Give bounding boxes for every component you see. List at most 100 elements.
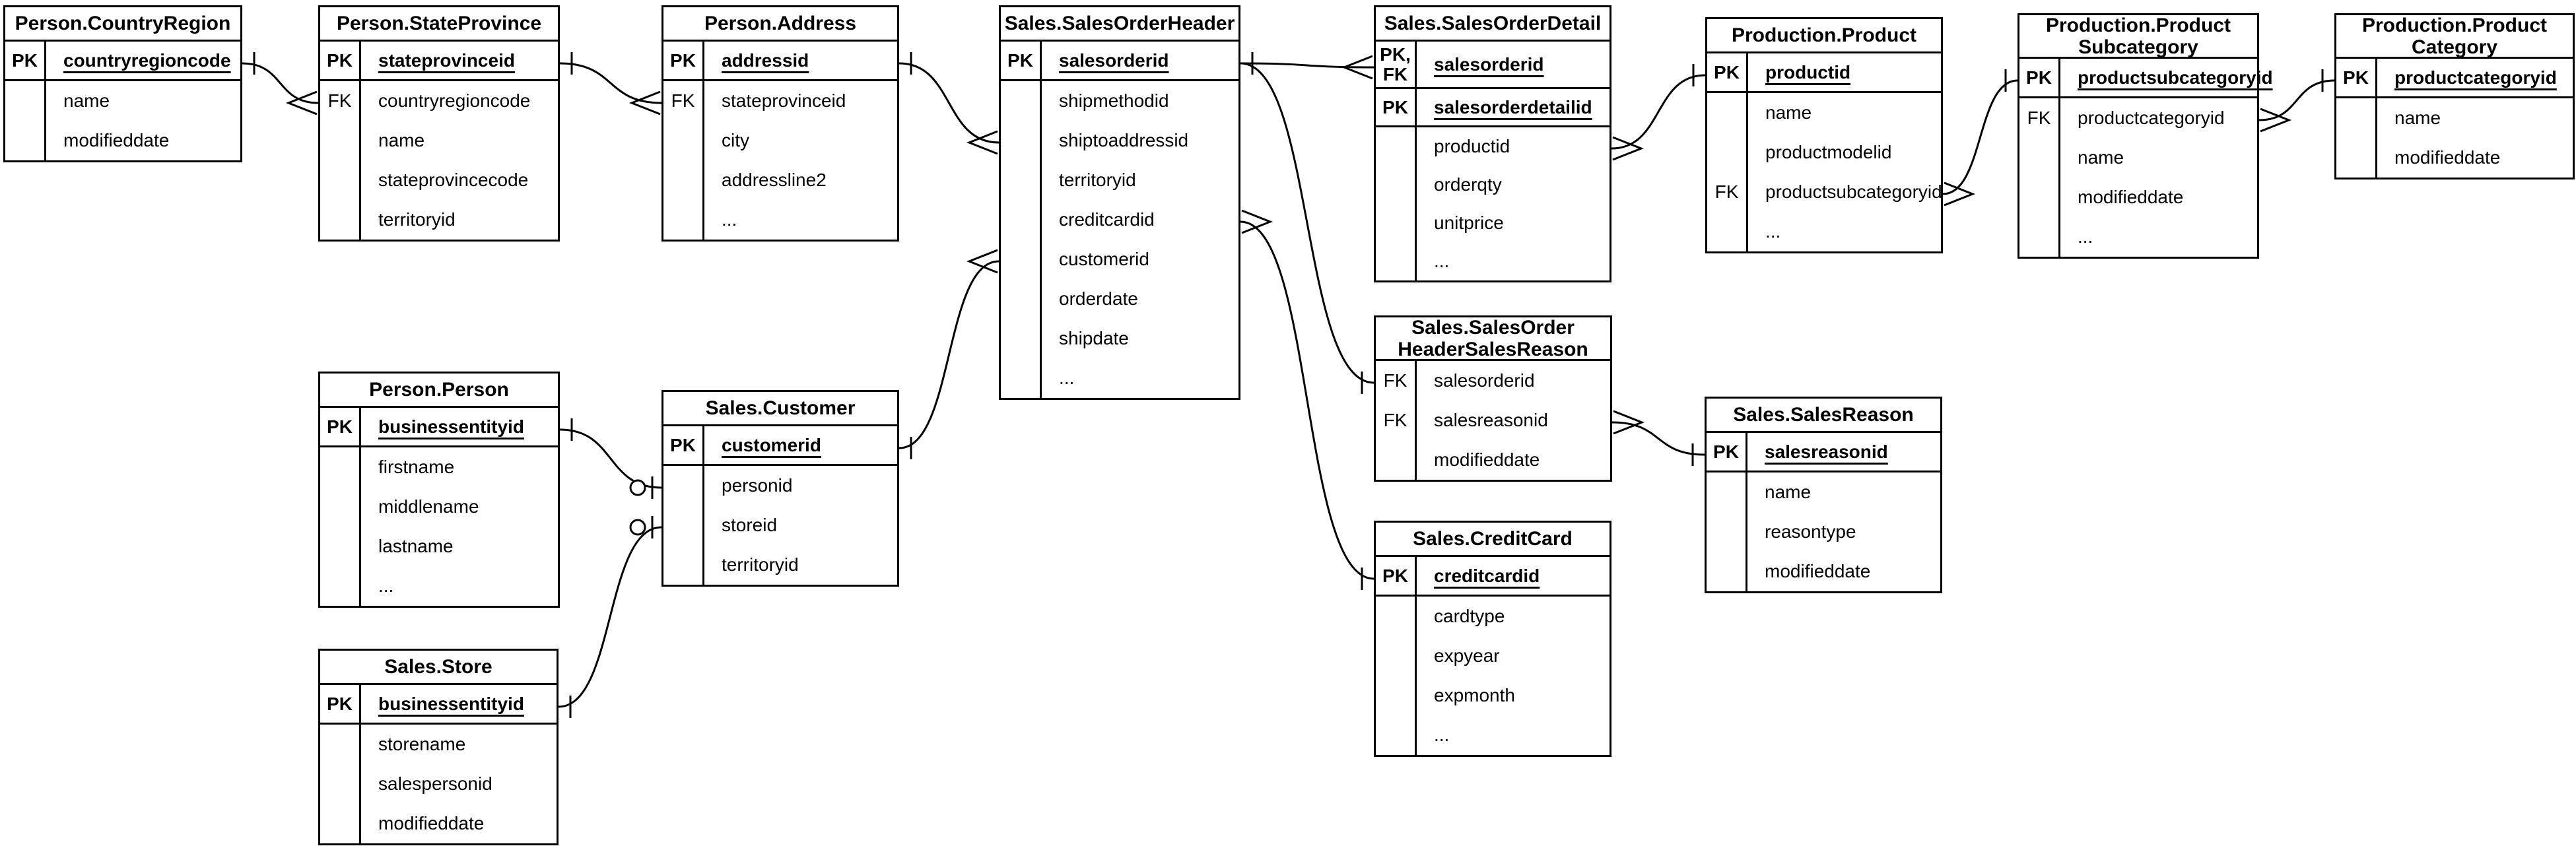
key-badge	[1376, 166, 1417, 204]
column-name: customerid	[722, 434, 821, 455]
relationship-product-productsubcategory	[1942, 79, 2018, 195]
key-badge	[1707, 512, 1747, 552]
key-badge	[5, 81, 46, 121]
column-name: territoryid	[378, 209, 456, 230]
key-badge	[1707, 472, 1747, 512]
key-badge	[1376, 440, 1417, 480]
column-name: businessentityid	[378, 693, 524, 714]
column-name: shiptoaddressid	[1059, 130, 1189, 150]
column-name: shipmethodid	[1059, 90, 1169, 111]
cardinality-many-crow-foot-marker	[1612, 136, 1644, 161]
table-row: PK creditcardid	[1376, 557, 1610, 597]
column-name: modifieddate	[63, 130, 170, 150]
key-badge	[1001, 240, 1042, 279]
column-name: stateprovinceid	[722, 90, 846, 111]
key-badge: PK	[1707, 53, 1748, 91]
column-name: stateprovinceid	[378, 49, 515, 71]
column-name: countryregioncode	[378, 90, 531, 111]
column-name: salesorderid	[1059, 49, 1169, 71]
table-title: Sales.SalesReason	[1707, 399, 1940, 433]
column-name: orderdate	[1059, 288, 1138, 309]
table-row: middlename	[320, 487, 558, 527]
table-title: Person.StateProvince	[320, 7, 558, 42]
key-badge	[1376, 242, 1417, 280]
column-name: name	[63, 90, 110, 111]
column-name: modifieddate	[2394, 147, 2501, 168]
cardinality-zero-marker	[629, 519, 646, 536]
column-name: countryregioncode	[63, 49, 231, 71]
cardinality-many-crow-foot-marker	[966, 249, 998, 274]
cardinality-many-crow-foot-marker	[2260, 108, 2292, 133]
column-name: productmodelid	[1765, 142, 1892, 162]
column-name: storeid	[722, 515, 778, 535]
table-row: ...	[2019, 217, 2257, 257]
column-name: salesorderdetailid	[1434, 96, 1592, 117]
column-name: cardtype	[1434, 606, 1505, 626]
column-name: productcategoryid	[2394, 67, 2557, 88]
key-badge: FK	[1707, 172, 1748, 212]
table-title: Person.Person	[320, 374, 558, 408]
table-row: stateprovincecode	[320, 160, 558, 200]
column-name: businessentityid	[378, 416, 524, 437]
table-row: modifieddate	[2336, 138, 2573, 178]
table-row: addressline2	[663, 160, 897, 200]
key-badge: PK	[2019, 59, 2060, 96]
key-badge: PK	[1376, 89, 1417, 125]
column-name: name	[1765, 482, 1812, 502]
column-name: salesorderid	[1434, 370, 1535, 391]
key-badge: PK	[663, 426, 704, 464]
key-badge	[1001, 81, 1042, 121]
table-row: expmonth	[1376, 676, 1610, 715]
cardinality-many-crow-foot-marker	[628, 90, 661, 115]
table-row: orderdate	[1001, 279, 1238, 319]
column-name: productsubcategoryid	[2078, 67, 2273, 88]
relationship-salesorderdetail-product	[1611, 74, 1706, 150]
column-name: ...	[1059, 368, 1075, 388]
cardinality-many-crow-foot-marker	[1613, 410, 1645, 435]
key-badge	[1376, 597, 1417, 636]
table-title: Sales.Store	[320, 651, 557, 685]
table-title: Person.Address	[663, 7, 897, 42]
column-name: ...	[2078, 226, 2093, 247]
cardinality-many-crow-foot-marker	[1241, 209, 1273, 234]
key-badge	[1376, 636, 1417, 676]
key-badge: PK	[320, 685, 361, 723]
table-row: modifieddate	[320, 804, 557, 843]
key-badge	[320, 121, 361, 160]
key-badge: FK	[2019, 98, 2060, 138]
column-name: creditcardid	[1434, 565, 1540, 586]
table-row: name	[2336, 98, 2573, 138]
table-row: PK customerid	[663, 426, 897, 466]
table-title: Sales.SalesOrderDetail	[1376, 7, 1610, 42]
column-name: name	[2078, 147, 2124, 168]
key-badge: FK	[1376, 361, 1417, 401]
key-badge: PK	[1376, 557, 1417, 595]
key-badge	[663, 200, 704, 240]
column-name: ...	[1434, 725, 1450, 745]
key-badge	[1001, 319, 1042, 358]
table-row: name	[2019, 138, 2257, 178]
table-row: productid	[1376, 127, 1610, 166]
table-row: modifieddate	[1376, 440, 1610, 480]
table-row: name	[5, 81, 240, 121]
table-row: cardtype	[1376, 597, 1610, 636]
